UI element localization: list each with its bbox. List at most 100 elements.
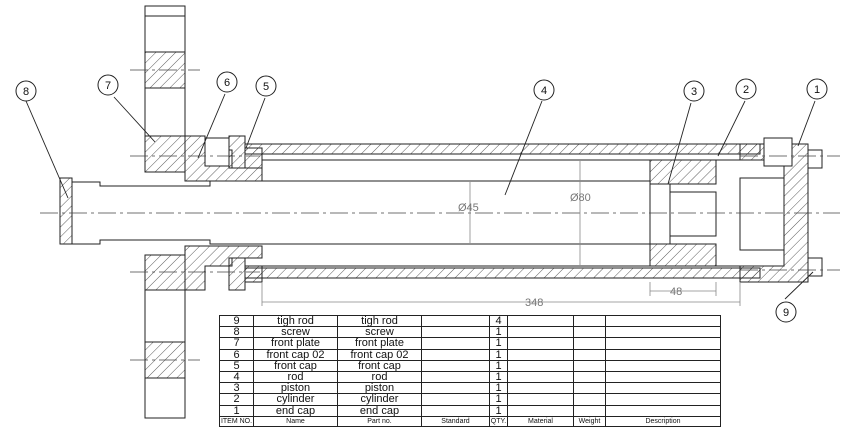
svg-text:7: 7 xyxy=(105,80,111,92)
bom-cell xyxy=(507,404,574,417)
svg-text:6: 6 xyxy=(224,77,230,89)
bom-cell: cylinder xyxy=(253,393,338,406)
bom-cell: 1 xyxy=(219,404,254,417)
bom-cell xyxy=(605,337,721,350)
svg-text:3: 3 xyxy=(691,86,697,98)
bom-cell: end cap xyxy=(337,404,422,417)
bom-cell: end cap xyxy=(253,404,338,417)
bom-cell: 1 xyxy=(489,370,508,384)
balloon-2: 2 xyxy=(735,78,757,100)
svg-text:8: 8 xyxy=(23,86,29,98)
balloon-3: 3 xyxy=(683,80,705,102)
svg-text:4: 4 xyxy=(541,85,547,97)
bom-cell: front cap 02 xyxy=(337,348,422,361)
bom-cell xyxy=(605,370,721,384)
bom-cell: piston xyxy=(253,382,338,395)
bom-header-cell: Name xyxy=(253,415,338,428)
bom-cell xyxy=(507,348,574,361)
bom-cell: front cap xyxy=(253,359,338,372)
bom-cell: 1 xyxy=(489,326,508,339)
svg-text:9: 9 xyxy=(783,307,789,319)
bom-cell: front cap xyxy=(337,359,422,372)
balloons xyxy=(25,93,816,300)
balloon-4: 4 xyxy=(533,79,555,101)
svg-text:1: 1 xyxy=(814,84,820,96)
bom-cell xyxy=(507,337,574,350)
bom-cell xyxy=(605,326,721,339)
bom-cell: 1 xyxy=(489,393,508,406)
bom-cell xyxy=(421,404,490,417)
bom-cell xyxy=(573,326,606,339)
bom-cell xyxy=(507,314,574,328)
dimension-bore-diameter: Ø80 xyxy=(570,192,591,204)
bom-cell: front plate xyxy=(253,337,338,350)
piston-rod xyxy=(59,177,651,245)
bom-cell xyxy=(507,382,574,395)
bom-cell xyxy=(421,314,490,328)
bom-cell xyxy=(507,393,574,406)
bom-cell xyxy=(507,370,574,384)
bom-cell xyxy=(605,404,721,417)
centerlines xyxy=(40,69,840,361)
bom-cell: cylinder xyxy=(337,393,422,406)
bom-cell xyxy=(605,314,721,328)
bom-header-cell: Weight xyxy=(573,415,606,428)
bom-cell: 9 xyxy=(219,314,254,328)
bom-cell: 7 xyxy=(219,337,254,350)
bom-cell: 1 xyxy=(489,348,508,361)
bom-cell: front cap 02 xyxy=(253,348,338,361)
bom-cell: 4 xyxy=(219,370,254,384)
bom-cell: 1 xyxy=(489,359,508,372)
bom-cell xyxy=(573,359,606,372)
bom-cell: 5 xyxy=(219,359,254,372)
bom-cell xyxy=(421,337,490,350)
bom-cell xyxy=(605,359,721,372)
balloon-9: 9 xyxy=(775,301,797,323)
bom-cell: screw xyxy=(337,326,422,339)
bom-cell xyxy=(573,382,606,395)
bom-cell xyxy=(507,359,574,372)
bom-cell: 6 xyxy=(219,348,254,361)
bom-cell xyxy=(573,348,606,361)
bom-header-cell: ITEM NO. xyxy=(219,415,254,428)
bom-cell: 1 xyxy=(489,337,508,350)
bom-cell: front plate xyxy=(337,337,422,350)
bom-cell: 1 xyxy=(489,404,508,417)
bom-cell: screw xyxy=(253,326,338,339)
bom-cell: rod xyxy=(253,370,338,384)
bom-cell xyxy=(421,370,490,384)
balloon-7: 7 xyxy=(97,74,119,96)
dimension-rod-diameter: Ø45 xyxy=(458,202,479,214)
bom-header-cell: QTY. xyxy=(489,415,508,428)
bom-cell xyxy=(421,348,490,361)
piston xyxy=(649,159,717,267)
bom-cell xyxy=(421,393,490,406)
bom-cell xyxy=(421,359,490,372)
bom-cell: 4 xyxy=(489,314,508,328)
bom-header-cell: Material xyxy=(507,415,574,428)
bom-header-cell: Standard xyxy=(421,415,490,428)
bom-cell xyxy=(507,326,574,339)
svg-text:5: 5 xyxy=(263,81,269,93)
bom-header-cell: Part no. xyxy=(337,415,422,428)
bom-cell xyxy=(421,326,490,339)
balloon-1: 1 xyxy=(806,78,828,100)
bom-cell xyxy=(573,314,606,328)
dimensions xyxy=(261,161,741,306)
bom-cell: 3 xyxy=(219,382,254,395)
dimension-cylinder-length: 348 xyxy=(525,297,543,309)
bom-cell: 1 xyxy=(489,382,508,395)
bom-cell xyxy=(605,382,721,395)
svg-text:2: 2 xyxy=(743,84,749,96)
bom-cell xyxy=(421,382,490,395)
